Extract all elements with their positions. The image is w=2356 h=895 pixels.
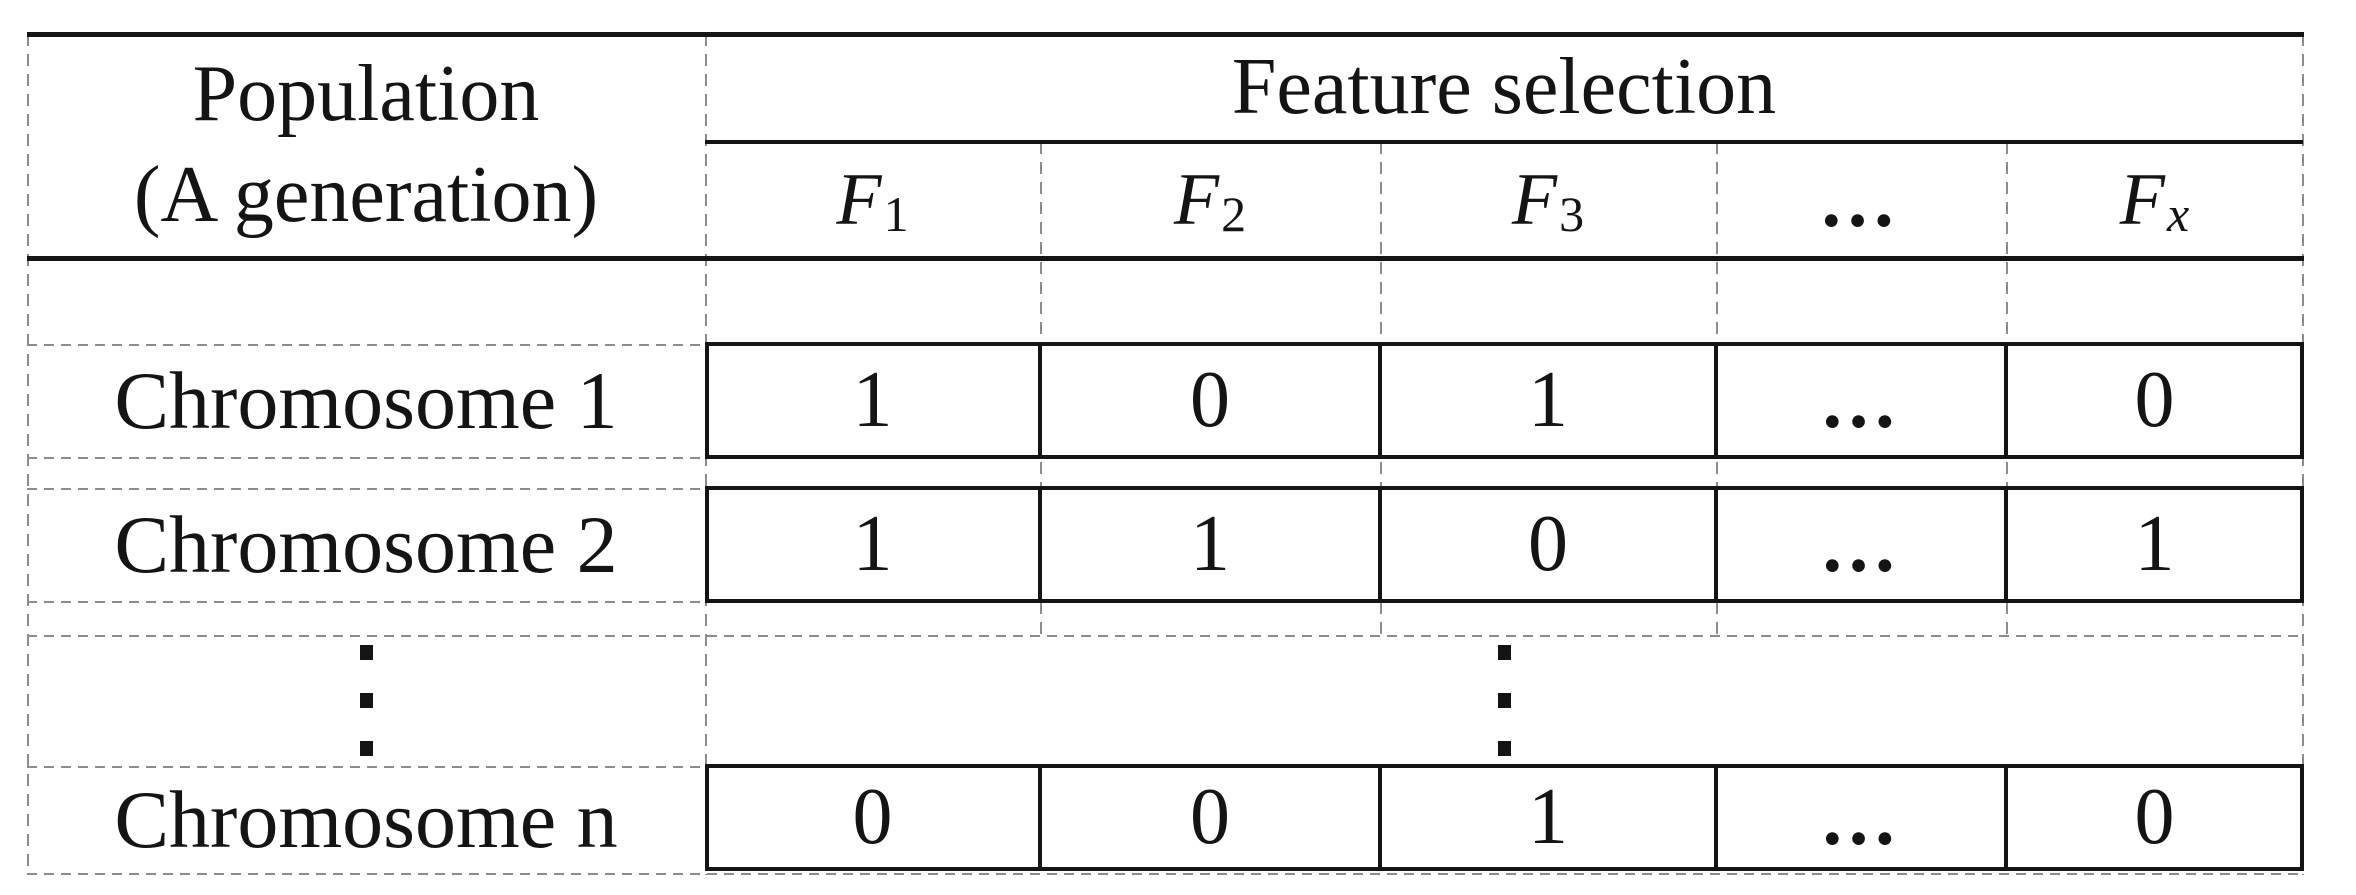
gene-row-box	[705, 764, 2304, 871]
row-label-ellipsis	[27, 635, 705, 766]
column-header-base: F	[2119, 158, 2165, 241]
gene-cell-divider	[1714, 486, 1718, 603]
row-label-chromosome-n: Chromosome n	[27, 766, 705, 873]
gene-cell-divider	[1378, 764, 1382, 871]
horizontal-ellipsis: …	[1819, 773, 1903, 861]
gene-cell: 0	[705, 764, 1040, 871]
gene-cell-divider	[1378, 342, 1382, 459]
gene-cell-divider	[1038, 764, 1042, 871]
row-label-chromosome-2: Chromosome 2	[27, 488, 705, 601]
vertical-ellipsis	[359, 645, 373, 756]
gene-value: 0	[2134, 356, 2175, 444]
gene-cell-divider	[1038, 342, 1042, 459]
gene-value: 0	[1528, 500, 1568, 588]
gene-row-box	[705, 342, 2304, 459]
column-header-subscript: 2	[1221, 186, 1247, 242]
grid-line	[27, 766, 707, 768]
horizontal-ellipsis: …	[1818, 156, 1902, 243]
gene-row-ellipsis	[705, 635, 2303, 766]
horizontal-ellipsis: …	[1819, 500, 1903, 588]
gene-cell-divider	[1714, 342, 1718, 459]
gene-cell: 1	[1040, 488, 1380, 601]
ellipsis-dot	[359, 693, 373, 708]
gene-cell: 0	[1040, 764, 1380, 871]
row-label-text: Chromosome 1	[114, 354, 618, 446]
header-bottom-rule	[27, 256, 2304, 261]
gene-cell-divider	[2004, 342, 2008, 459]
grid-line	[27, 873, 2304, 875]
gene-cell: 0	[1040, 344, 1380, 457]
feature-selection-header-label: Feature selection	[1231, 42, 1777, 131]
ellipsis-dot	[359, 741, 373, 756]
gene-cell: 1	[705, 488, 1040, 601]
table-top-rule	[27, 32, 2304, 37]
population-header-line2: (A generation)	[133, 151, 599, 239]
gene-value: 1	[852, 356, 893, 444]
column-header-base: F	[1511, 158, 1558, 241]
feature-selection-header: Feature selection	[705, 34, 2303, 140]
row-label-text: Chromosome n	[114, 773, 618, 865]
ellipsis-dot	[1497, 741, 1511, 756]
row-label-chromosome-1: Chromosome 1	[27, 344, 705, 457]
gene-cell-ellipsis: …	[1716, 344, 2006, 457]
gene-cell: 1	[705, 344, 1040, 457]
gene-value: 1	[2134, 500, 2175, 588]
grid-line	[27, 635, 2304, 637]
column-header-base: F	[1173, 158, 1220, 241]
gene-cell-divider	[1714, 764, 1718, 871]
gene-cell: 0	[2006, 764, 2303, 871]
ellipsis-dot	[1497, 693, 1511, 708]
gene-cell: 0	[1380, 488, 1716, 601]
gene-value: 1	[852, 500, 893, 588]
row-label-text: Chromosome 2	[114, 498, 618, 590]
ellipsis-dot	[359, 645, 373, 660]
gene-cell-divider	[2004, 764, 2008, 871]
gene-cell: 1	[1380, 764, 1716, 871]
horizontal-ellipsis: …	[1819, 356, 1903, 444]
gene-cell-divider	[2004, 486, 2008, 603]
column-header-subscript: 1	[883, 186, 909, 242]
gene-cell-ellipsis: …	[1716, 488, 2006, 601]
column-header-ellipsis: …	[1716, 144, 2006, 256]
column-header-base: F	[836, 158, 882, 241]
gene-cell: 0	[2006, 344, 2303, 457]
gene-value: 1	[1190, 500, 1230, 588]
gene-cell: 1	[1380, 344, 1716, 457]
gene-cell-divider	[1038, 486, 1042, 603]
gene-cell-divider	[1378, 486, 1382, 603]
population-header: Population (A generation)	[27, 34, 705, 256]
vertical-ellipsis	[1497, 645, 1511, 756]
gene-cell: 1	[2006, 488, 2303, 601]
column-header-subscript: x	[2167, 186, 2190, 242]
gene-value: 0	[1190, 356, 1230, 444]
gene-value: 0	[1190, 773, 1230, 861]
gene-value: 1	[1528, 773, 1568, 861]
gene-row-box	[705, 486, 2304, 603]
ellipsis-dot	[1497, 645, 1511, 660]
gene-value: 1	[1528, 356, 1568, 444]
population-header-line1: Population	[192, 50, 540, 138]
column-header-subscript: 3	[1559, 186, 1585, 242]
gene-value: 0	[2134, 773, 2175, 861]
feature-header-rule	[705, 140, 2303, 144]
gene-cell-ellipsis: …	[1716, 764, 2006, 871]
grid-line	[27, 34, 29, 875]
gene-value: 0	[852, 773, 893, 861]
